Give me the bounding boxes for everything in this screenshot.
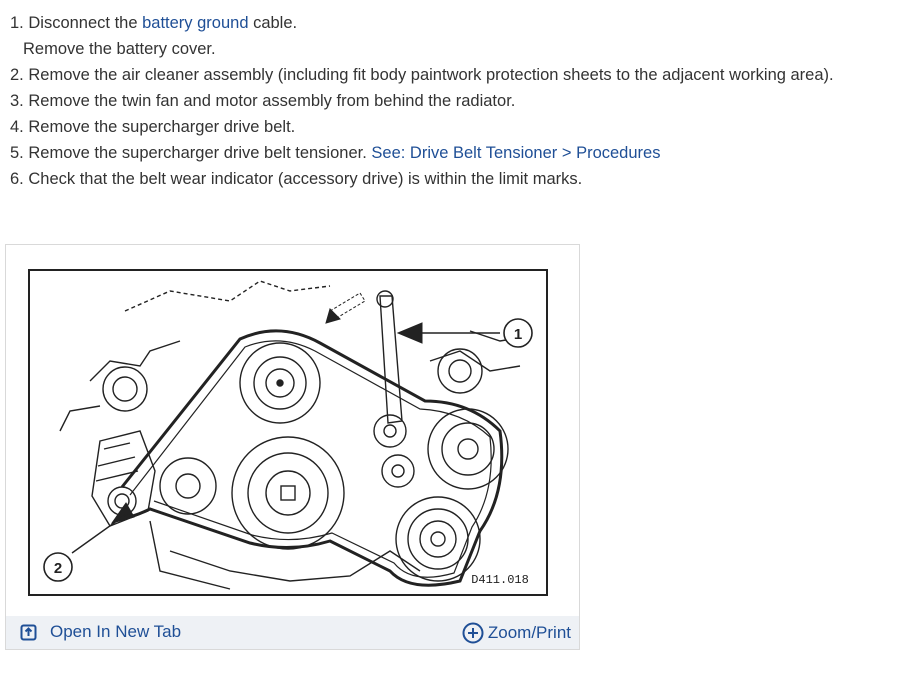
step-text: Remove the air cleaner assembly (includi… bbox=[28, 66, 834, 84]
step-3: 3. Remove the twin fan and motor assembl… bbox=[10, 88, 834, 114]
figure-container: 1 2 D411.018 Open In New Tab bbox=[5, 244, 580, 650]
callout-1-label: 1 bbox=[514, 326, 522, 343]
step-1: 1. Disconnect the battery ground cable. bbox=[10, 10, 834, 36]
step-text: Remove the twin fan and motor assembly f… bbox=[28, 92, 516, 110]
battery-ground-link[interactable]: battery ground bbox=[142, 14, 249, 32]
step-text: cable. bbox=[248, 14, 298, 32]
step-text: Remove the supercharger drive belt. bbox=[28, 118, 296, 136]
step-2: 2. Remove the air cleaner assembly (incl… bbox=[10, 62, 834, 88]
step-5: 5. Remove the supercharger drive belt te… bbox=[10, 140, 834, 166]
plus-circle-icon bbox=[462, 622, 484, 644]
step-number: 2. bbox=[10, 66, 24, 84]
figure-code: D411.018 bbox=[471, 573, 529, 587]
procedure-steps: 1. Disconnect the battery ground cable. … bbox=[10, 10, 834, 192]
callout-2-label: 2 bbox=[54, 560, 62, 577]
open-in-new-tab-label: Open In New Tab bbox=[50, 622, 182, 641]
step-number: 5. bbox=[10, 144, 24, 162]
step-number: 6. bbox=[10, 170, 24, 188]
open-external-icon bbox=[20, 623, 38, 641]
step-1-sub: Remove the battery cover. bbox=[10, 36, 834, 62]
step-text: Disconnect the bbox=[28, 14, 143, 32]
step-text: Remove the supercharger drive belt tensi… bbox=[28, 144, 372, 162]
step-number: 4. bbox=[10, 118, 24, 136]
step-number: 1. bbox=[10, 14, 24, 32]
step-text: Check that the belt wear indicator (acce… bbox=[28, 170, 583, 188]
drive-belt-tensioner-link[interactable]: See: Drive Belt Tensioner > Procedures bbox=[371, 144, 661, 162]
step-6: 6. Check that the belt wear indicator (a… bbox=[10, 166, 834, 192]
engine-belt-illustration: 1 2 D411.018 bbox=[43, 280, 533, 590]
open-in-new-tab-button[interactable]: Open In New Tab bbox=[20, 622, 181, 642]
step-number: 3. bbox=[10, 92, 24, 110]
belt-diagram[interactable]: 1 2 D411.018 bbox=[28, 269, 548, 596]
step-text: Remove the battery cover. bbox=[23, 40, 216, 58]
step-4: 4. Remove the supercharger drive belt. bbox=[10, 114, 834, 140]
figure-footer: Open In New Tab Zoom/Print bbox=[6, 616, 579, 649]
zoom-print-label: Zoom/Print bbox=[487, 623, 571, 642]
zoom-print-button[interactable]: Zoom/Print bbox=[462, 622, 571, 644]
